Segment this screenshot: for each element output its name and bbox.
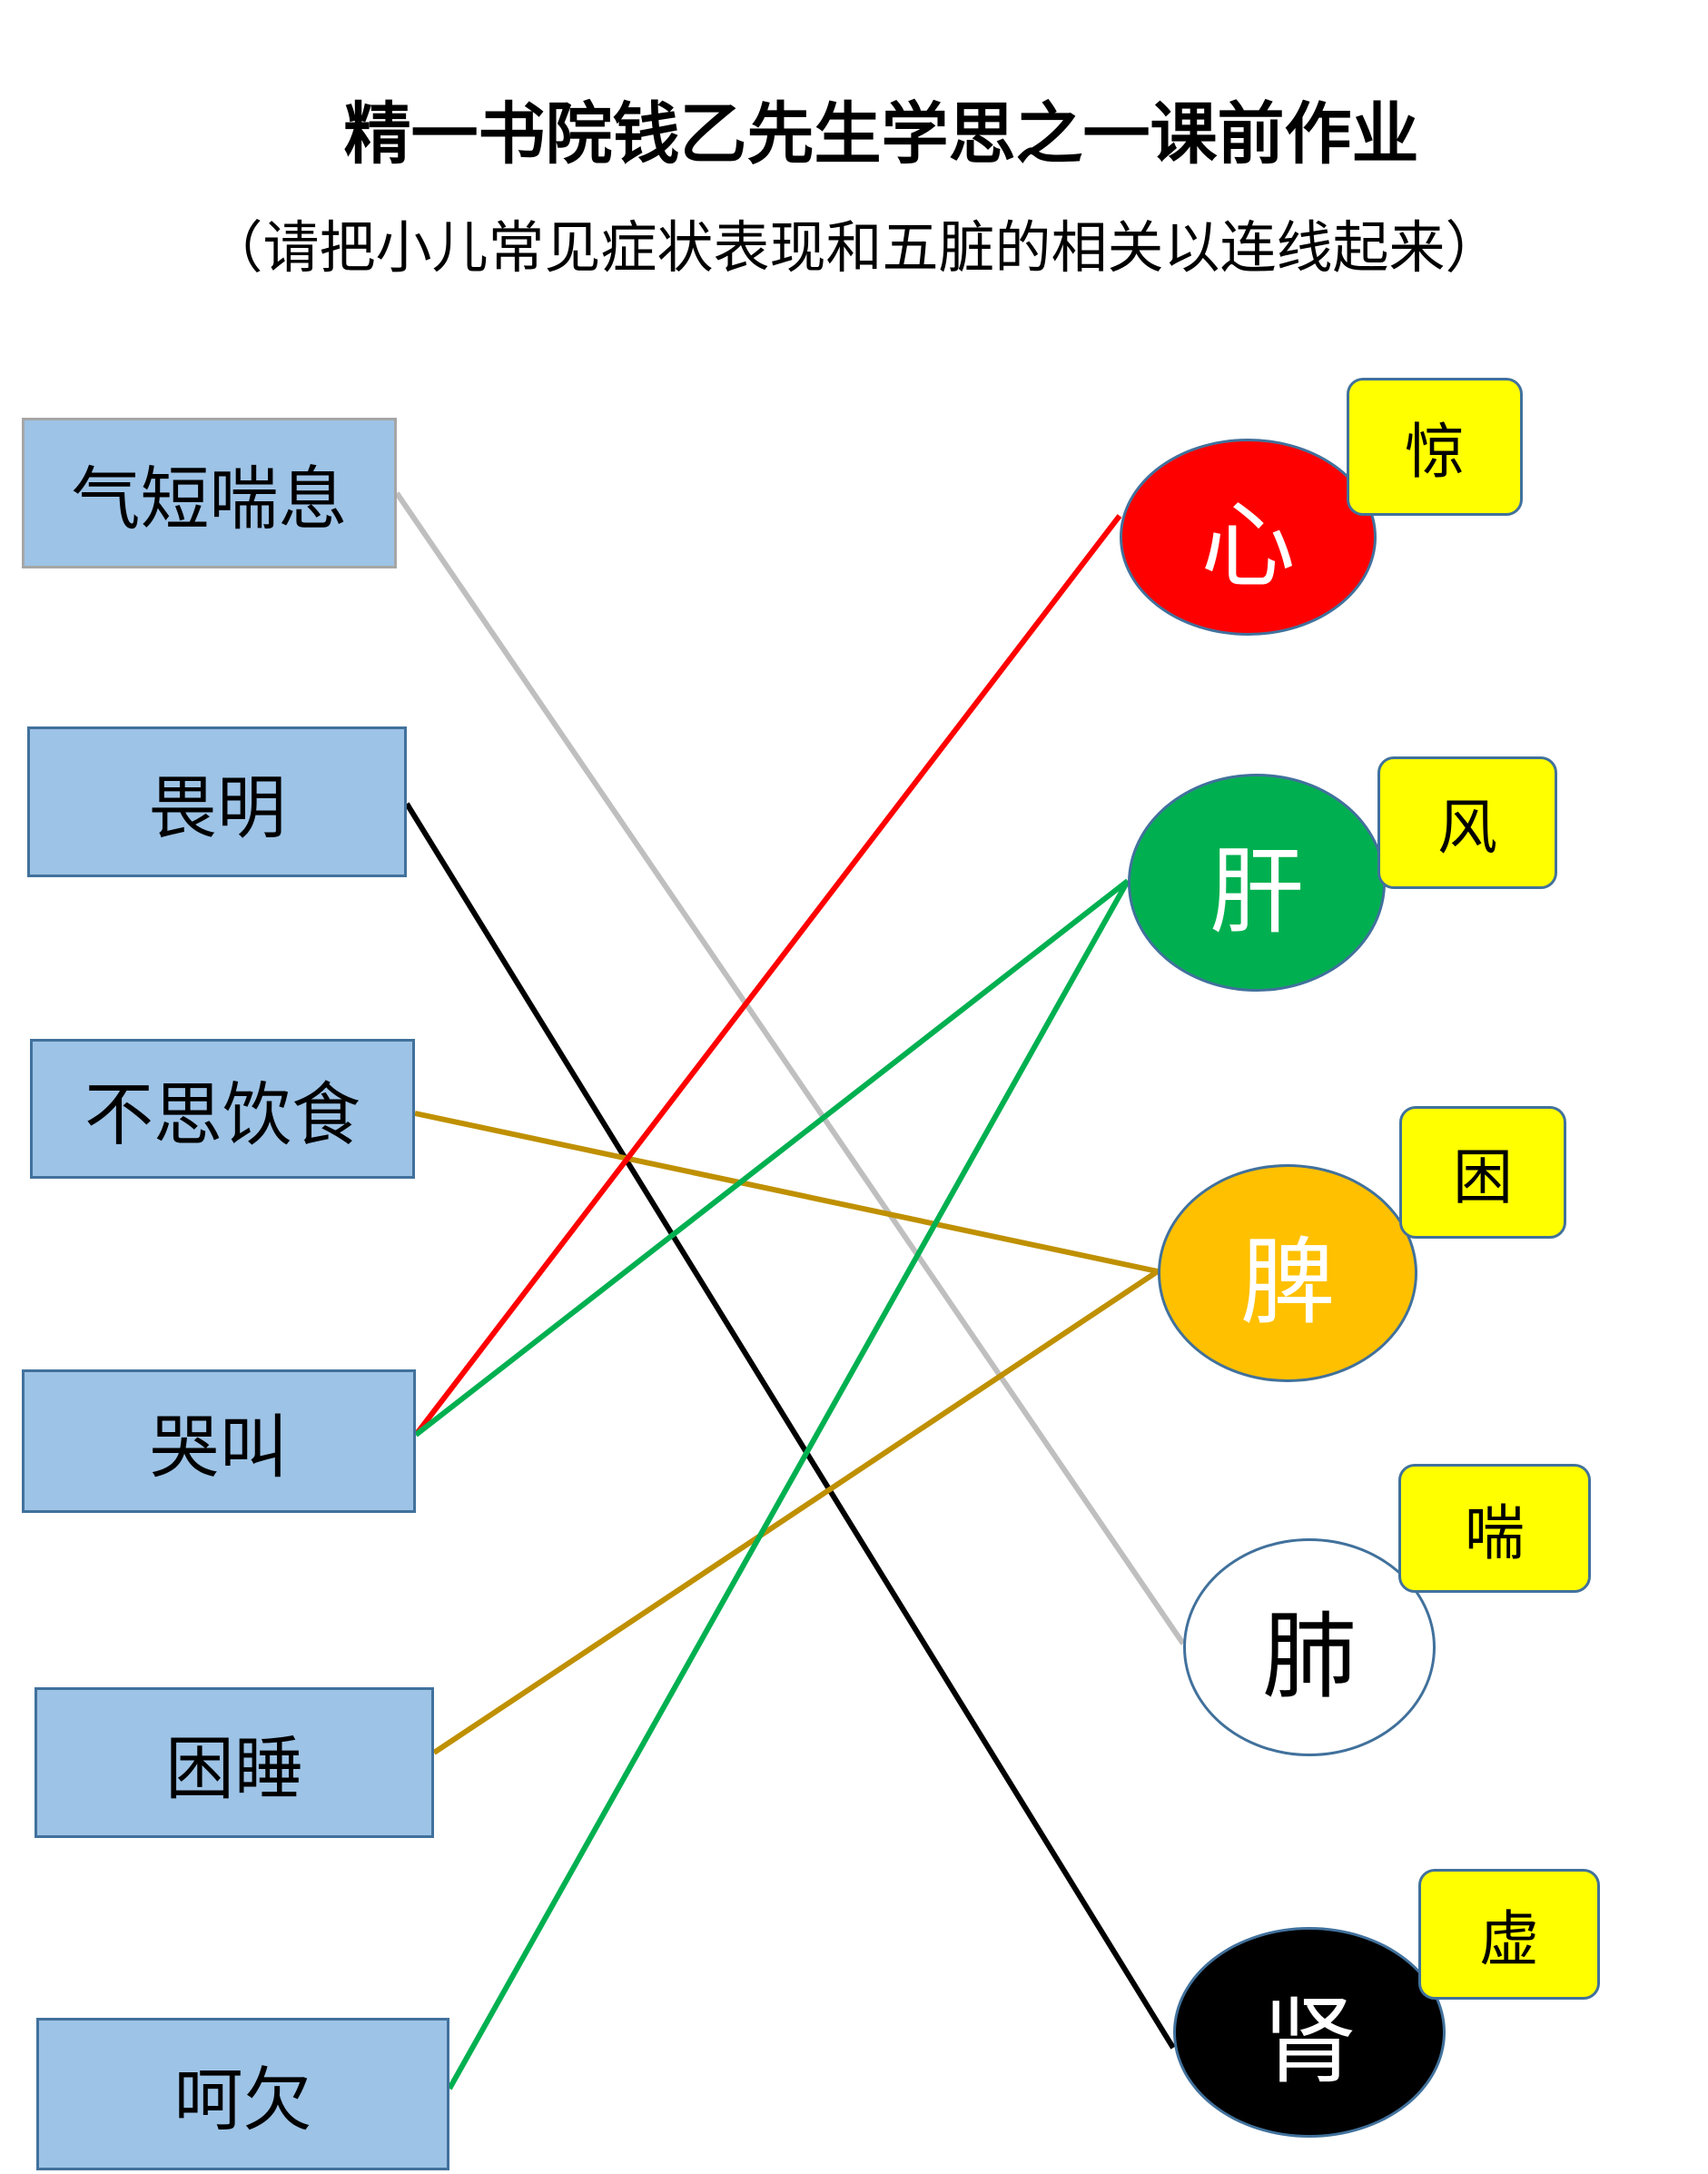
symptom-label: 呵欠 bbox=[173, 2060, 312, 2140]
symptom-box-kunshui[interactable]: 困睡 bbox=[35, 1687, 434, 1838]
tag-feng: 风 bbox=[1377, 756, 1557, 889]
tag-xu: 虚 bbox=[1418, 1869, 1600, 2000]
symptom-box-busi[interactable]: 不思饮食 bbox=[30, 1039, 415, 1179]
organ-gan[interactable]: 肝 bbox=[1128, 774, 1386, 992]
line-kujiao-xin bbox=[413, 514, 1122, 1437]
symptom-box-qiduan[interactable]: 气短喘息 bbox=[22, 418, 397, 568]
page-subtitle: （请把小儿常见症状表现和五脏的相关以连线起来） bbox=[206, 214, 1502, 281]
tag-label: 喘 bbox=[1465, 1498, 1525, 1568]
organ-label: 脾 bbox=[1239, 1226, 1335, 1338]
line-kunshui-pi bbox=[432, 1269, 1160, 1755]
organ-label: 肾 bbox=[1261, 1985, 1357, 2097]
line-weiming-shen bbox=[404, 802, 1176, 2050]
line-qiduan-fei bbox=[394, 491, 1186, 1645]
organ-label: 心 bbox=[1200, 490, 1296, 601]
organ-xin[interactable]: 心 bbox=[1120, 439, 1377, 636]
tag-jing: 惊 bbox=[1347, 378, 1523, 516]
organ-label: 肺 bbox=[1261, 1600, 1357, 1712]
organ-pi[interactable]: 脾 bbox=[1158, 1164, 1417, 1382]
tag-label: 惊 bbox=[1405, 417, 1465, 487]
symptom-label: 气短喘息 bbox=[71, 459, 348, 539]
symptom-box-heqian[interactable]: 呵欠 bbox=[36, 2018, 449, 2170]
symptom-label: 畏明 bbox=[148, 767, 286, 848]
line-kujiao-gan bbox=[414, 878, 1130, 1438]
organ-fei[interactable]: 肺 bbox=[1183, 1538, 1436, 1756]
tag-kun: 困 bbox=[1399, 1106, 1566, 1239]
symptom-box-kujiao[interactable]: 哭叫 bbox=[22, 1369, 416, 1513]
tag-chuan: 喘 bbox=[1398, 1464, 1591, 1593]
symptom-box-weiming[interactable]: 畏明 bbox=[27, 726, 407, 877]
symptom-label: 困睡 bbox=[165, 1728, 303, 1809]
tag-label: 虚 bbox=[1479, 1904, 1539, 1974]
line-heqian-gan bbox=[447, 879, 1130, 2090]
organ-label: 肝 bbox=[1209, 835, 1304, 947]
tag-label: 困 bbox=[1453, 1142, 1513, 1212]
organ-shen[interactable]: 肾 bbox=[1173, 1927, 1446, 2138]
symptom-label: 不思饮食 bbox=[84, 1074, 360, 1155]
page-title: 精一书院钱乙先生学思之一课前作业 bbox=[343, 95, 1419, 173]
tag-label: 风 bbox=[1437, 793, 1497, 863]
line-busi-pi bbox=[414, 1111, 1159, 1274]
symptom-label: 哭叫 bbox=[150, 1407, 288, 1487]
